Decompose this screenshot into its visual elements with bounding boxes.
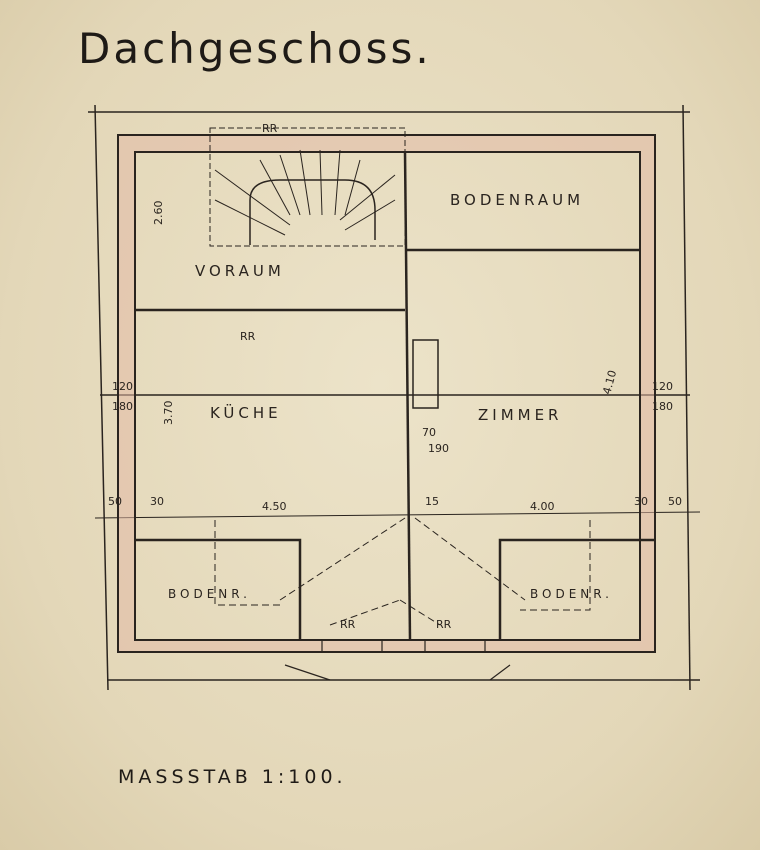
room-label-bodenr-right: BODENR.: [530, 587, 613, 601]
dim-120-left: 120: [112, 380, 133, 393]
dim-50-right: 50: [668, 495, 682, 508]
room-label-kueche: KÜCHE: [210, 403, 282, 422]
dim-190: 190: [428, 442, 449, 455]
dim-15: 15: [425, 495, 439, 508]
dim-120-right: 120: [652, 380, 673, 393]
outer-walls: [117, 134, 656, 653]
room-label-bodenraum: BODENRAUM: [450, 191, 584, 209]
bodenr-right-wall: [498, 538, 655, 640]
dim-410: 4.10: [600, 369, 619, 396]
central-partition: [403, 151, 412, 641]
dim-stair-top: RR: [262, 122, 278, 135]
room-label-bodenr-left: BODENR.: [168, 587, 251, 601]
room-label-zimmer: ZIMMER: [478, 406, 562, 424]
plan-title: Dachgeschoss.: [78, 24, 432, 73]
dim-180-left: 180: [112, 400, 133, 413]
scale-label: MASSSTAB 1:100.: [118, 766, 347, 788]
dim-50-left: 50: [108, 495, 122, 508]
dim-rr-bottom-right: RR: [436, 618, 452, 631]
dim-30-right: 30: [634, 495, 648, 508]
dim-70: 70: [422, 426, 436, 439]
staircase: [209, 127, 406, 247]
dim-voraum-door: RR: [240, 330, 256, 343]
dim-line-right: [682, 104, 691, 691]
chimney: [412, 339, 439, 409]
dim-180-right: 180: [652, 400, 673, 413]
dim-rr-bottom-left: RR: [340, 618, 356, 631]
dim-30-left: 30: [150, 495, 164, 508]
dim-370: 3.70: [162, 401, 175, 426]
room-label-voraum: VORAUM: [195, 262, 285, 280]
dim-line-left: [94, 104, 109, 691]
dim-260: 2.60: [152, 201, 165, 226]
bodenr-left-wall: [135, 538, 302, 640]
dim-400: 4.00: [530, 500, 555, 513]
dim-450: 4.50: [262, 500, 287, 513]
